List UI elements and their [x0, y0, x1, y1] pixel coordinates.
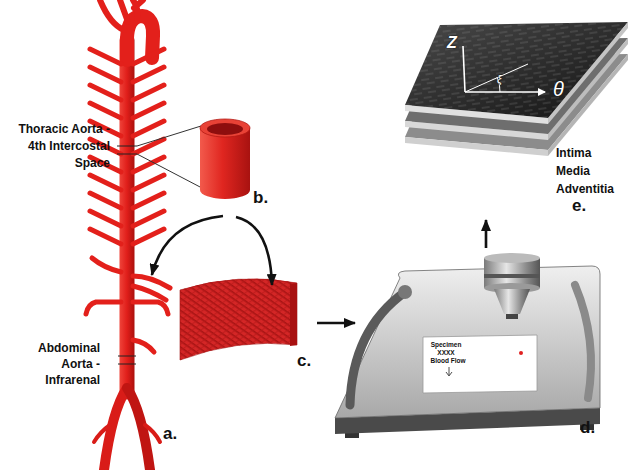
tissue-strip — [180, 279, 297, 360]
layer-stack — [465, 64, 528, 92]
tissue-strip — [180, 279, 297, 360]
panel-letter: d. — [580, 418, 595, 438]
aorta-illustration — [94, 425, 160, 442]
panel-letter: c. — [297, 351, 311, 371]
microscope — [494, 289, 530, 314]
microscope — [575, 285, 591, 398]
layer-stack-node: IntimaMediaAdventitiae. — [395, 20, 632, 220]
panel-letter: b. — [253, 188, 268, 208]
microscope — [484, 274, 540, 278]
aorta-ring — [200, 119, 250, 199]
layer-name: Intima — [556, 146, 591, 160]
layer-stack — [548, 22, 628, 124]
microscope-node: d. Specimen XXXXBlood Flow — [355, 248, 605, 448]
aorta-illustration — [86, 258, 170, 352]
microscope — [335, 266, 600, 418]
leader-line — [137, 126, 202, 188]
tissue-strip — [180, 279, 297, 360]
microscope — [484, 253, 540, 263]
layer-stack — [405, 105, 548, 124]
layer-name: Adventitia — [556, 182, 614, 196]
flow-arrow — [152, 216, 223, 275]
aorta-illustration — [117, 146, 137, 364]
decor-arrow — [236, 217, 272, 285]
microscope — [519, 351, 523, 355]
layer-stack — [405, 137, 548, 156]
aorta-ring — [200, 119, 250, 137]
aorta-illustration — [100, 0, 143, 30]
layer-stack — [405, 22, 628, 156]
leader-line — [137, 126, 202, 188]
microscope — [335, 253, 600, 438]
microscope — [398, 285, 412, 299]
layer-stack — [405, 121, 548, 140]
slide-label: Specimen XXXXBlood Flow — [423, 337, 535, 393]
aorta-illustration — [127, 388, 150, 470]
panel-letter: e. — [572, 196, 586, 216]
layer-name: Media — [556, 164, 590, 178]
flow-arrow — [317, 322, 355, 325]
panel-letter: a. — [163, 424, 177, 444]
location-label: Abdominal Aorta - Infrarenal — [30, 340, 100, 388]
microscope — [423, 335, 537, 393]
location-label: Thoracic Aorta - 4th Intercostal Space — [6, 121, 110, 172]
microscope — [350, 292, 405, 405]
slide-text: Blood Flow — [425, 357, 471, 364]
axis-label: θ — [553, 78, 564, 101]
tissue-strip — [180, 279, 297, 360]
axis-label: Z — [447, 34, 457, 52]
decor-arrow — [236, 217, 272, 285]
microscope — [446, 367, 452, 376]
layer-stack — [463, 46, 545, 92]
layer-stack — [405, 22, 628, 118]
ring-node: b. — [195, 108, 275, 216]
slide-text: Specimen XXXX — [429, 341, 463, 356]
aorta-ring — [207, 123, 243, 135]
axis-label: ξ — [497, 73, 502, 86]
aorta-ring — [200, 181, 250, 199]
tissue-strip — [290, 283, 297, 346]
layer-stack — [405, 22, 628, 118]
aorta-illustration — [86, 0, 170, 470]
flow-arrow — [485, 220, 488, 248]
microscope — [506, 314, 518, 319]
tissue-node: c. — [145, 275, 317, 377]
